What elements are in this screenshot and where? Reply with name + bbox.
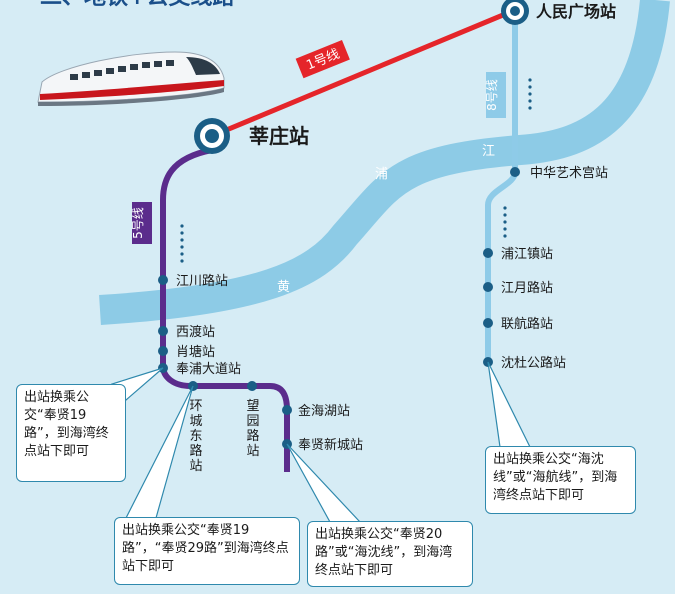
hub-xinzhuang-label: 莘庄站	[249, 124, 309, 148]
callout-bus-transfer-huancheng: 出站换乘公交“奉贤19路”，“奉贤29路”到海湾终点站下即可	[114, 517, 300, 585]
station-xidu-dot[interactable]	[158, 326, 168, 336]
station-zhonghua: 中华艺术宫站	[530, 166, 608, 181]
page-title: 二、地铁+公交线路	[40, 0, 235, 10]
svg-text:路: 路	[189, 443, 202, 459]
huangpu-river	[99, 0, 670, 325]
river-label-huang: 黄	[277, 280, 290, 295]
station-shendu: 沈杜公路站	[501, 355, 566, 371]
callout-bus-transfer-fengpu: 出站换乘公交“奉贤19路”，到海湾终点站下即可	[16, 384, 126, 482]
line-5-label: 5号线	[131, 202, 152, 244]
high-speed-train-icon	[37, 51, 225, 106]
station-xidu: 西渡站	[176, 324, 215, 340]
svg-text:路: 路	[246, 428, 259, 444]
svg-text:环: 环	[189, 399, 202, 414]
callout-2-pointer	[125, 385, 194, 519]
station-pujiangzhen: 浦江镇站	[501, 247, 553, 262]
station-lianhang-dot[interactable]	[483, 318, 493, 328]
station-pujiangzhen-dot[interactable]	[483, 248, 493, 258]
callout-4-pointer	[487, 361, 531, 448]
callout-3-pointer	[286, 443, 362, 523]
station-fengpu: 奉浦大道站	[176, 362, 241, 377]
river-label-jiang: 江	[482, 144, 495, 159]
station-zhonghua-dot[interactable]	[510, 167, 520, 177]
river-label-pu: 浦	[375, 167, 388, 182]
callout-bus-transfer-shendu: 出站换乘公交“海沈线”或“海航线”，到海湾终点站下即可	[485, 446, 636, 514]
station-wangyuan-dot[interactable]	[247, 381, 257, 391]
station-lianhang: 联航路站	[501, 316, 553, 332]
station-xiaotang-dot[interactable]	[158, 346, 168, 356]
hub-renmin-square[interactable]	[501, 0, 529, 25]
line-5-track	[160, 136, 290, 472]
hub-renmin-square-label: 人民广场站	[536, 2, 616, 21]
line-8-ellipsis-upper	[528, 78, 532, 110]
station-xiaotang: 肖塘站	[176, 344, 215, 360]
station-fengxian-xincheng: 奉贤新城站	[298, 437, 363, 453]
svg-text:5号线: 5号线	[131, 207, 145, 239]
line-1-label: 1号线	[295, 40, 350, 79]
svg-text:东: 东	[189, 429, 202, 444]
station-jiangchuan-dot[interactable]	[158, 275, 168, 285]
line-8-ellipsis-lower	[503, 206, 507, 238]
line-1-track	[211, 7, 516, 139]
callout-bus-transfer-fengxian-xincheng: 出站换乘公交“奉贤20路”或“海沈线”，到海湾终点站下即可	[307, 521, 473, 587]
station-jinhaihu: 金海湖站	[298, 403, 350, 419]
svg-text:城: 城	[189, 414, 202, 429]
svg-text:8号线: 8号线	[485, 79, 499, 111]
hub-xinzhuang[interactable]	[194, 118, 230, 154]
line-5-ellipsis	[180, 224, 184, 263]
station-jinhaihu-dot[interactable]	[282, 405, 292, 415]
station-jiangyue-dot[interactable]	[483, 282, 493, 292]
station-jiangyue: 江月路站	[501, 280, 553, 296]
svg-text:园: 园	[246, 414, 259, 429]
svg-text:站: 站	[189, 459, 202, 474]
line-8-label: 8号线	[485, 72, 506, 118]
svg-text:站: 站	[246, 444, 259, 459]
line-8-track	[485, 12, 518, 362]
svg-text:望: 望	[246, 398, 259, 414]
station-jiangchuan: 江川路站	[176, 273, 228, 289]
